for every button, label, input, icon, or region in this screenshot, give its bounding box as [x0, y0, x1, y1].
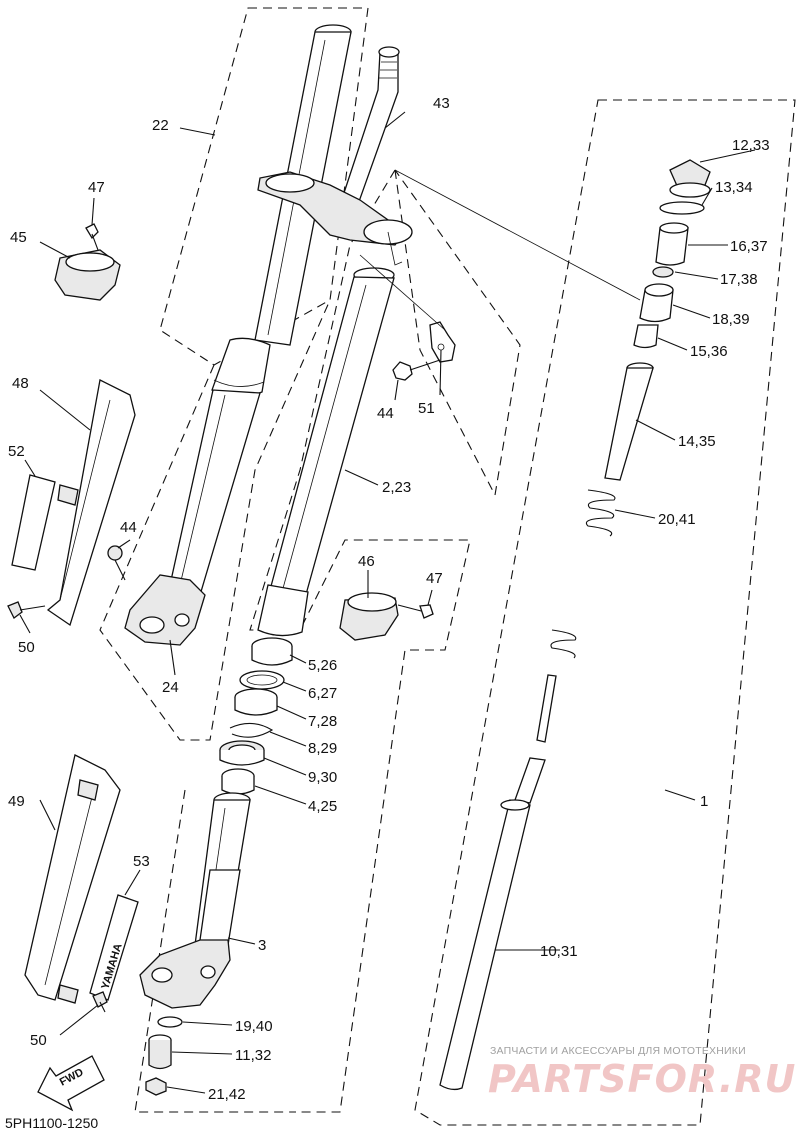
part-17-washer [652, 266, 674, 278]
bracket-body [124, 574, 206, 646]
label-6-27: 6,27 [308, 685, 337, 702]
part-47-bolt-a [85, 223, 99, 251]
part-21-nut [145, 1077, 167, 1096]
part-3-outer-tube [139, 792, 251, 1009]
label-44a: 44 [377, 405, 394, 422]
part-12-cap-bolt [669, 159, 711, 198]
part-2-inner-tube [257, 267, 395, 637]
label-45: 45 [10, 229, 27, 246]
label-7-28: 7,28 [308, 713, 337, 730]
part-4-dust-seal [221, 768, 255, 795]
part-53-yamaha-decal: YAMAHA [89, 894, 139, 1001]
label-2-23: 2,23 [382, 479, 411, 496]
watermark-site: PARTSFOR.RU [488, 1057, 796, 1101]
label-52: 52 [8, 443, 25, 460]
group-outline-24 [99, 299, 331, 741]
crown-bore-left [265, 173, 315, 193]
label-21-42: 21,42 [208, 1086, 246, 1103]
label-3: 3 [258, 937, 266, 954]
label-15-36: 15,36 [690, 343, 728, 360]
label-43: 43 [433, 95, 450, 112]
group-outline-2 [249, 169, 471, 1113]
label-8-29: 8,29 [308, 740, 337, 757]
label-19-40: 19,40 [235, 1018, 273, 1035]
part-8-clip [229, 722, 274, 738]
part-15-nut [633, 324, 659, 349]
part-14-rod-tube [604, 362, 654, 481]
label-48: 48 [12, 375, 29, 392]
part-49-fork-guard-lower [24, 754, 121, 1004]
watermark-tagline: ЗАПЧАСТИ И АКСЕССУАРЫ ДЛЯ МОТОТЕХНИКИ [490, 1045, 746, 1057]
label-10-31: 10,31 [540, 943, 578, 960]
label-13-34: 13,34 [715, 179, 753, 196]
part-5-bushing [251, 637, 293, 666]
part-6-washer [239, 670, 285, 690]
stem-shaft [339, 51, 399, 211]
label-46: 46 [358, 553, 375, 570]
inner-bottom [257, 584, 309, 637]
part-46-clamp [339, 592, 399, 641]
group-outline-43 [394, 169, 521, 497]
part-20-spring [550, 489, 616, 659]
group-outline-1 [414, 99, 796, 1126]
part-19-washer [157, 1016, 183, 1028]
part-7-bushing [234, 688, 278, 716]
label-11-32: 11,32 [235, 1047, 271, 1064]
part-50-screw-lower [92, 991, 108, 1013]
watermark: ЗАПЧАСТИ И АКСЕССУАРЫ ДЛЯ МОТОТЕХНИКИ PA… [488, 1045, 796, 1101]
label-22: 22 [152, 117, 169, 134]
part-24-axle-bracket [124, 574, 206, 646]
label-50a: 50 [18, 639, 35, 656]
label-47a: 47 [88, 179, 105, 196]
part-45-clamp [54, 249, 121, 301]
label-16-37: 16,37 [730, 238, 768, 255]
tube-seal-ring [211, 337, 271, 398]
label-5-26: 5,26 [308, 657, 337, 674]
label-1: 1 [700, 793, 708, 810]
label-53: 53 [133, 853, 150, 870]
part-47-bolt-b [397, 604, 434, 619]
tube-lower [169, 389, 261, 596]
part-43-steering-stem [257, 46, 413, 266]
part-9-oil-seal [219, 740, 265, 766]
part-50-screw-upper [7, 601, 46, 619]
fwd-arrow-icon: FWD [37, 1055, 105, 1112]
part-18-collar [639, 283, 674, 323]
label-44b: 44 [120, 519, 137, 536]
label-47b: 47 [426, 570, 443, 587]
label-49: 49 [8, 793, 25, 810]
part-44-bolt-lower [107, 545, 126, 581]
label-24: 24 [162, 679, 179, 696]
diagram-code: 5PH1100-1250 [5, 1115, 98, 1131]
label-20-41: 20,41 [658, 511, 696, 528]
label-50b: 50 [30, 1032, 47, 1049]
callout-labels: 22 43 47 45 48 52 44 50 24 2,23 44 51 46… [8, 95, 770, 1103]
label-14-35: 14,35 [678, 433, 716, 450]
label-51: 51 [418, 400, 435, 417]
part-44-bolt-upper [392, 359, 441, 381]
group-outline-3 [134, 789, 296, 1113]
part-52-guard-sticker [11, 474, 56, 571]
part-48-fork-guard-upper [46, 379, 136, 627]
leader-lines [19, 111, 756, 1094]
label-9-30: 9,30 [308, 769, 337, 786]
axle-hole [139, 616, 165, 634]
part-10-cylinder [500, 799, 530, 811]
part-11-base-valve [148, 1034, 172, 1070]
part-1-damper-rod [439, 674, 557, 1091]
label-17-38: 17,38 [720, 271, 758, 288]
part-51-bracket [429, 321, 456, 363]
label-18-39: 18,39 [712, 311, 750, 328]
label-4-25: 4,25 [308, 798, 337, 815]
part-13-o-ring [659, 201, 705, 215]
part-16-spacer [655, 222, 689, 266]
bolt-hole [174, 613, 190, 627]
label-12-33: 12,33 [732, 137, 770, 154]
